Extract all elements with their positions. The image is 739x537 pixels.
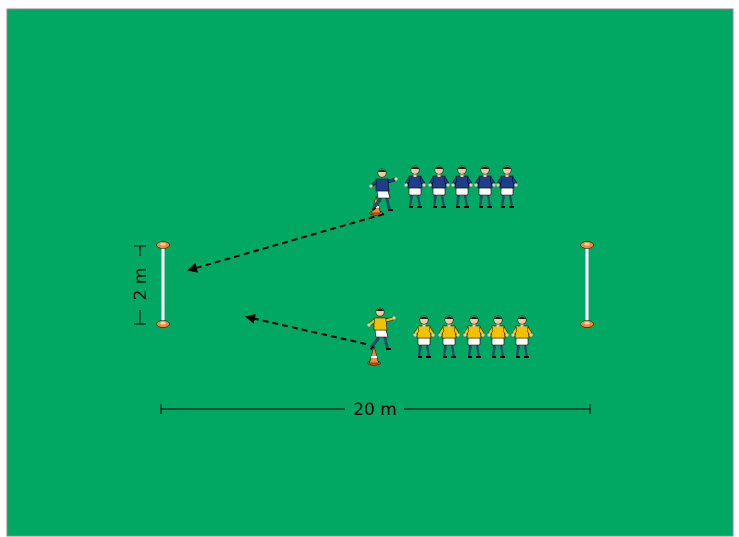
pass-arrow-icon bbox=[245, 313, 367, 345]
cone-icon bbox=[156, 241, 170, 249]
cone-icon bbox=[580, 241, 594, 249]
gate-dimension: 2 m bbox=[131, 245, 151, 325]
field-dimension: 20 m bbox=[160, 400, 591, 420]
pitch bbox=[6, 8, 734, 537]
cone-icon bbox=[580, 320, 594, 328]
gate-width-label: 2 m bbox=[131, 268, 151, 301]
right-gate bbox=[580, 241, 594, 328]
left-gate bbox=[156, 241, 170, 328]
pass-arrow-icon bbox=[187, 213, 385, 273]
cone-icon bbox=[156, 320, 170, 328]
field-length-label: 20 m bbox=[353, 400, 397, 420]
